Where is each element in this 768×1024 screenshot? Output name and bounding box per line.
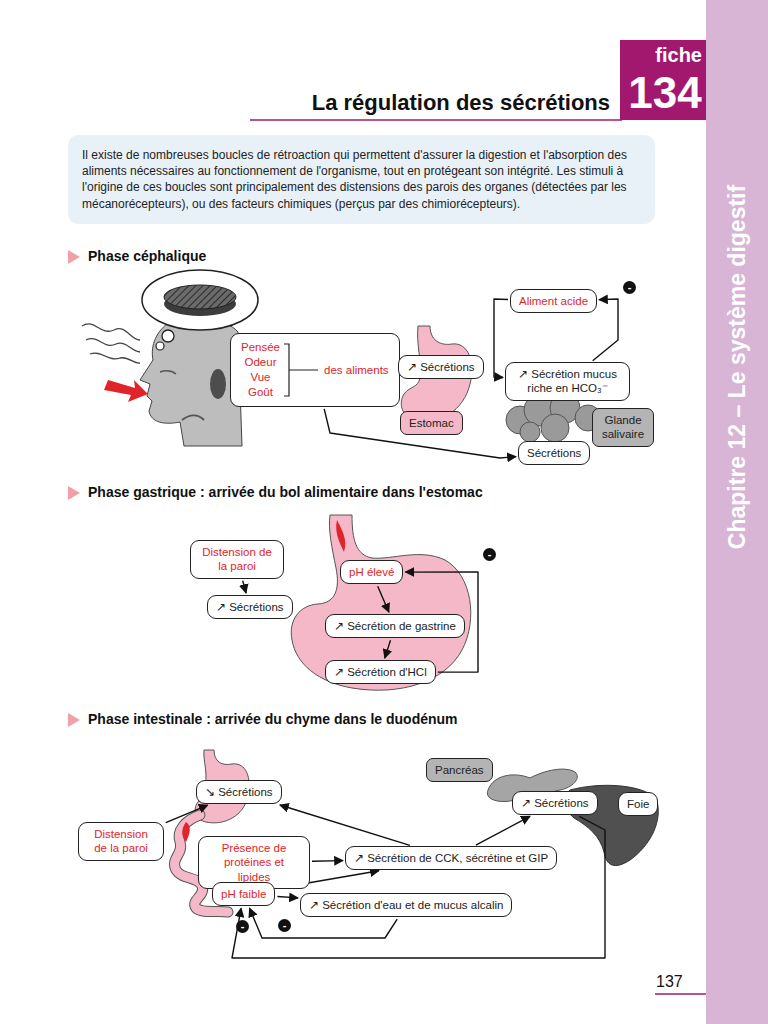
node-text: Présence de protéines et lipides (207, 841, 301, 884)
section-heading: Phase céphalique (88, 248, 206, 264)
inhibition-mark: - (623, 281, 636, 294)
node-text: ↗ Sécrétion de gastrine (334, 619, 456, 633)
arrow-connector (312, 860, 343, 862)
node-text: ↗ Sécrétion de CCK, sécrétine et GIP (354, 851, 548, 865)
node-text: ↗ Sécrétion d'eau et de mucus alcalin (309, 898, 503, 912)
sheet-number: 134 (626, 70, 704, 116)
secretion-box: ↗ Sécrétion de CCK, sécrétine et GIP (345, 846, 557, 870)
secretion-box: ↘ Sécrétions (196, 780, 282, 804)
node-text: Distension de la paroi (87, 827, 155, 856)
node-text: pH élevé (349, 565, 394, 579)
red-arrow (104, 380, 148, 402)
organ-label: Glande salivaire (592, 408, 654, 447)
node-text: ↘ Sécrétions (205, 785, 273, 799)
arrow-connector (385, 640, 391, 658)
arrow-connector (166, 805, 208, 823)
heading-marker (68, 250, 80, 264)
secretion-box: ↗ Sécrétion mucus riche en HCO₃⁻ (505, 362, 630, 401)
intro-box: Il existe de nombreuses boucles de rétro… (68, 135, 655, 224)
node-text: ↗ Sécrétion d'HCl (334, 665, 427, 679)
node-text: Il existe de nombreuses boucles de rétro… (82, 147, 641, 212)
arrow-connector (324, 409, 516, 458)
inhibition-mark: - (483, 548, 496, 561)
organ-label: Foie (618, 792, 658, 816)
organ-label: Estomac (400, 411, 463, 435)
node-text: ↗ Sécrétions (407, 360, 475, 374)
page-rule (655, 993, 706, 995)
badge-word: fiche (655, 44, 702, 67)
node-text: ↗ Sécrétions (521, 796, 589, 810)
bracket (282, 340, 322, 400)
organ-label: Pancréas (426, 758, 493, 782)
stimulus-box: Pensée Odeur Vue Goût des aliments (230, 333, 400, 407)
section-heading: Phase gastrique : arrivée du bol aliment… (88, 484, 483, 500)
arrow-connector (593, 299, 618, 361)
node-text: Glande salivaire (601, 413, 645, 442)
heading-marker (68, 713, 80, 727)
secretion-box: Sécrétions (518, 441, 590, 465)
side-band (706, 0, 768, 1024)
page-number: 137 (656, 973, 683, 991)
secretion-box: ↗ Sécrétion d'eau et de mucus alcalin (300, 893, 512, 917)
section-heading: Phase intestinale : arrivée du chyme dan… (88, 711, 458, 727)
node-text: ↗ Sécrétions (216, 600, 284, 614)
chapter-band: Chapitre 12 – Le système digestif (722, 127, 752, 607)
secretion-box: ↗ Sécrétion d'HCl (325, 660, 436, 684)
node-text: Foie (627, 797, 649, 811)
page-title: La régulation des sécrétions (312, 90, 610, 116)
smell-lines (82, 324, 140, 363)
secretion-box: ↗ Sécrétions (512, 791, 598, 815)
stimulus-box: Aliment acide (510, 289, 597, 313)
head-illustration (140, 317, 242, 446)
node-text: ↗ Sécrétion mucus riche en HCO₃⁻ (514, 367, 621, 396)
node-text: Sécrétions (527, 446, 581, 460)
stimulus-box: pH faible (212, 882, 275, 906)
stimulus-list: Pensée Odeur Vue Goût (241, 340, 280, 400)
secretion-box: ↗ Sécrétions (207, 595, 293, 619)
title-rule (250, 119, 622, 121)
inhibition-mark: - (236, 920, 249, 933)
stimulus-object: des aliments (324, 363, 389, 377)
node-text: Aliment acide (519, 294, 588, 308)
secretion-box: ↗ Sécrétion de gastrine (325, 614, 465, 638)
node-text: pH faible (221, 887, 266, 901)
arrow-connector (476, 816, 530, 845)
secretion-box: ↗ Sécrétions (398, 355, 484, 379)
inhibition-mark: - (278, 919, 291, 932)
arrow-connector (378, 586, 389, 612)
heading-marker (68, 486, 80, 500)
stomach-illustration (291, 515, 471, 690)
stimulus-box: pH élevé (340, 560, 403, 584)
node-text: Distension de la paroi (199, 545, 275, 574)
node-text: Estomac (409, 416, 454, 430)
stimulus-box: Distension de la paroi (190, 540, 284, 579)
arrow-connector (243, 581, 246, 593)
stimulus-box: Distension de la paroi (78, 822, 164, 861)
node-text: Pancréas (435, 763, 484, 777)
arrow-connector (277, 897, 298, 898)
badge (620, 40, 706, 120)
